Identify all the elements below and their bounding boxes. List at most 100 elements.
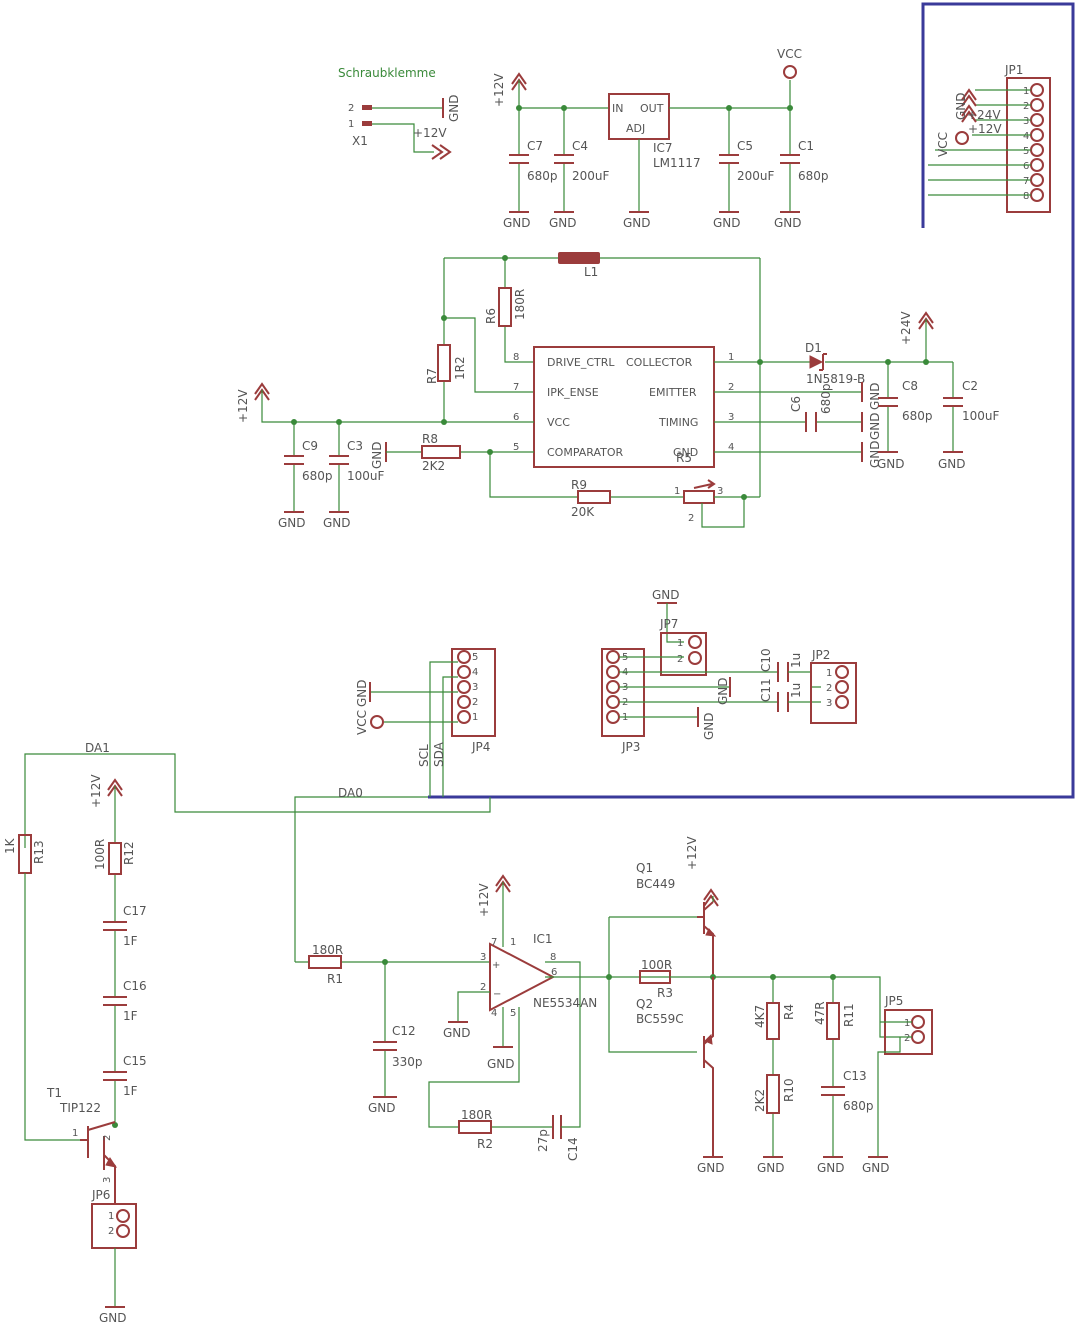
svg-text:JP1: JP1 bbox=[1004, 63, 1023, 77]
svg-text:GND: GND bbox=[652, 588, 680, 602]
svg-text:C17: C17 bbox=[123, 904, 147, 918]
svg-text:1: 1 bbox=[728, 352, 734, 363]
svg-text:R9: R9 bbox=[571, 478, 587, 492]
svg-text:2K2: 2K2 bbox=[422, 459, 445, 473]
svg-text:R8: R8 bbox=[422, 432, 438, 446]
x1-terminal: Schraubklemme 2 1 X1 GND +12V bbox=[338, 66, 461, 160]
svg-text:+24V: +24V bbox=[967, 108, 1001, 122]
svg-text:C4: C4 bbox=[572, 139, 588, 153]
svg-text:4: 4 bbox=[472, 667, 478, 678]
svg-text:GND: GND bbox=[716, 677, 730, 705]
svg-text:1: 1 bbox=[674, 486, 680, 497]
x1-label-schraub: Schraubklemme bbox=[338, 66, 436, 80]
svg-text:100uF: 100uF bbox=[962, 409, 1000, 423]
svg-text:2: 2 bbox=[108, 1226, 114, 1237]
svg-text:1N5819-B: 1N5819-B bbox=[806, 372, 865, 386]
svg-text:330p: 330p bbox=[392, 1055, 423, 1069]
svg-text:5: 5 bbox=[1023, 146, 1029, 157]
svg-text:Q1: Q1 bbox=[636, 861, 653, 875]
da1-net bbox=[24, 753, 491, 848]
svg-text:−: − bbox=[493, 989, 501, 1000]
svg-text:4: 4 bbox=[728, 442, 734, 453]
svg-text:LM1117: LM1117 bbox=[653, 156, 701, 170]
svg-text:+12V: +12V bbox=[89, 774, 103, 808]
t1-section: R13 1K +12V R12 100R C17 1F C16 1F C15 1… bbox=[3, 774, 147, 1325]
svg-text:200uF: 200uF bbox=[572, 169, 610, 183]
svg-text:JP5: JP5 bbox=[884, 994, 903, 1008]
svg-text:C12: C12 bbox=[392, 1024, 416, 1038]
svg-text:C15: C15 bbox=[123, 1054, 147, 1068]
svg-text:1: 1 bbox=[1023, 86, 1029, 97]
svg-text:C10: C10 bbox=[759, 648, 773, 672]
svg-text:GND: GND bbox=[447, 94, 461, 122]
svg-text:4: 4 bbox=[1023, 131, 1029, 142]
svg-text:JP3: JP3 bbox=[621, 740, 640, 754]
bus-line bbox=[428, 2, 1075, 799]
svg-text:GND: GND bbox=[938, 457, 966, 471]
svg-text:100uF: 100uF bbox=[347, 469, 385, 483]
jp1-header: JP1 1 2 3 4 5 6 7 8 VCC GND +24V +12V bbox=[928, 63, 1051, 213]
svg-text:JP2: JP2 bbox=[811, 648, 830, 662]
svg-text:680p: 680p bbox=[798, 169, 829, 183]
svg-text:GND: GND bbox=[702, 712, 716, 740]
svg-text:2: 2 bbox=[1023, 101, 1029, 112]
svg-text:DRIVE_CTRL: DRIVE_CTRL bbox=[547, 356, 615, 369]
svg-text:VCC: VCC bbox=[777, 47, 802, 61]
svg-text:1: 1 bbox=[348, 119, 354, 130]
svg-text:COMPARATOR: COMPARATOR bbox=[547, 446, 624, 459]
svg-text:GND: GND bbox=[817, 1161, 845, 1175]
svg-text:IPK_ENSE: IPK_ENSE bbox=[547, 386, 599, 399]
svg-text:R4: R4 bbox=[782, 1004, 796, 1020]
svg-text:+12V: +12V bbox=[685, 836, 699, 870]
svg-text:R6: R6 bbox=[484, 308, 498, 324]
svg-text:3: 3 bbox=[826, 698, 832, 709]
svg-text:680p: 680p bbox=[819, 383, 833, 414]
svg-text:180R: 180R bbox=[312, 943, 343, 957]
svg-text:JP7: JP7 bbox=[659, 617, 678, 631]
svg-text:1: 1 bbox=[472, 712, 478, 723]
svg-text:C1: C1 bbox=[798, 139, 814, 153]
svg-text:3: 3 bbox=[717, 486, 723, 497]
svg-text:JP6: JP6 bbox=[91, 1188, 110, 1202]
svg-text:GND: GND bbox=[697, 1161, 725, 1175]
svg-text:1u: 1u bbox=[789, 683, 803, 698]
svg-text:IC7: IC7 bbox=[653, 141, 673, 155]
svg-text:T1: T1 bbox=[46, 1086, 62, 1100]
svg-text:GND: GND bbox=[673, 446, 698, 459]
svg-text:ADJ: ADJ bbox=[626, 122, 645, 135]
svg-text:GND: GND bbox=[278, 516, 306, 530]
svg-text:7: 7 bbox=[491, 937, 497, 948]
svg-text:R11: R11 bbox=[842, 1003, 856, 1027]
svg-text:VCC: VCC bbox=[547, 416, 570, 429]
svg-text:1K: 1K bbox=[3, 837, 17, 854]
svg-text:BC559C: BC559C bbox=[636, 1012, 684, 1026]
svg-text:8: 8 bbox=[550, 952, 556, 963]
svg-text:C5: C5 bbox=[737, 139, 753, 153]
svg-text:100R: 100R bbox=[641, 958, 672, 972]
svg-text:+12V: +12V bbox=[968, 122, 1002, 136]
svg-text:1u: 1u bbox=[789, 653, 803, 668]
svg-text:GND: GND bbox=[368, 1101, 396, 1115]
svg-text:47R: 47R bbox=[813, 1001, 827, 1025]
svg-text:3: 3 bbox=[102, 1177, 113, 1183]
svg-text:R13: R13 bbox=[32, 840, 46, 864]
svg-text:DA0: DA0 bbox=[338, 786, 363, 800]
svg-text:Q2: Q2 bbox=[636, 997, 653, 1011]
svg-text:6: 6 bbox=[513, 412, 519, 423]
audio-connectors: GND JP7 1 2 5 4 3 2 1 JP3 GND GND C10 1u… bbox=[601, 588, 857, 754]
svg-text:5: 5 bbox=[510, 1008, 516, 1019]
svg-text:GND: GND bbox=[954, 92, 968, 120]
svg-text:GND: GND bbox=[623, 216, 651, 230]
svg-text:GND: GND bbox=[443, 1026, 471, 1040]
svg-text:+: + bbox=[492, 960, 500, 971]
jp4-header: 5 4 3 2 1 JP4 GND VCC SCL SDA bbox=[355, 648, 496, 797]
svg-text:2: 2 bbox=[472, 697, 478, 708]
svg-text:C2: C2 bbox=[962, 379, 978, 393]
svg-text:OUT: OUT bbox=[640, 102, 664, 115]
svg-text:6: 6 bbox=[1023, 161, 1029, 172]
svg-text:1F: 1F bbox=[123, 1009, 138, 1023]
svg-text:+12V: +12V bbox=[477, 883, 491, 917]
svg-text:GND: GND bbox=[503, 216, 531, 230]
svg-text:180R: 180R bbox=[461, 1108, 492, 1122]
svg-text:EMITTER: EMITTER bbox=[649, 386, 697, 399]
